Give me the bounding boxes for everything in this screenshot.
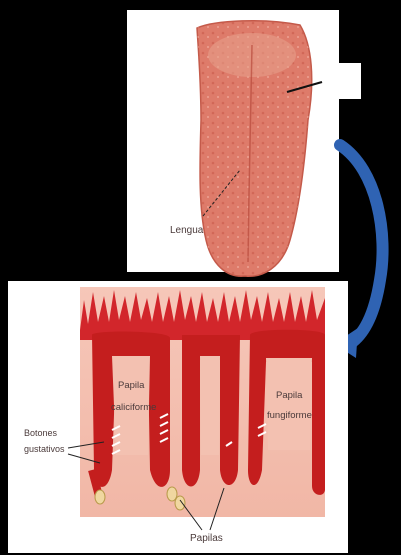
papilla-circumvallate-label-line1: Papila bbox=[118, 380, 145, 391]
papilla-fungiform-label-line2: fungiforme bbox=[267, 410, 312, 421]
papillae-panel: Papila caliciforme Papila fungiforme Bot… bbox=[8, 281, 348, 553]
taste-buds-label-line2: gustativos bbox=[24, 444, 65, 454]
tongue-label: Lengua bbox=[170, 225, 204, 236]
tongue-panel: Lengua bbox=[127, 10, 361, 276]
papilla-fungiform-label-line1: Papila bbox=[276, 390, 303, 401]
taste-buds-label-line1: Botones bbox=[24, 428, 58, 438]
papilla-circumvallate-label-line2: caliciforme bbox=[111, 402, 156, 413]
papillae-label: Papilas bbox=[190, 533, 223, 544]
